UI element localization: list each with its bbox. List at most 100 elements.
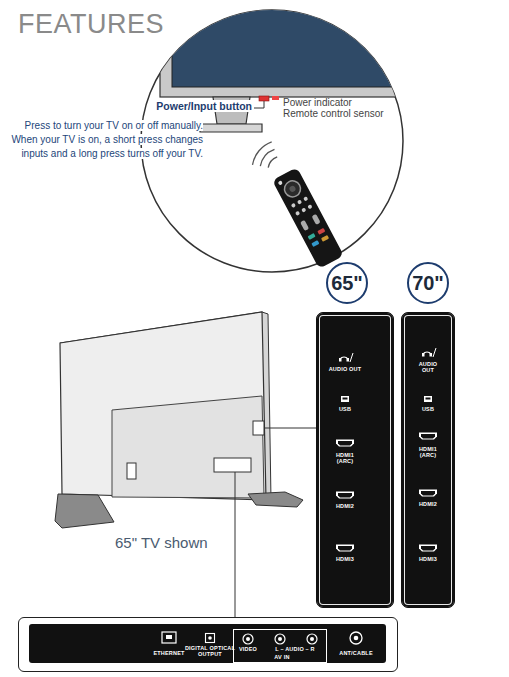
hdmi-icon [419,545,437,552]
eth-icon [162,632,176,643]
rear-port-panel: VIDEOL – AUDIO – RAV IN ETHERNETDIGITAL O… [18,617,398,672]
illustration-part [303,196,308,201]
port-label: VIDEO [236,646,260,652]
port-label: HDMI1 (ARC) [332,452,358,465]
port-label: AV IN [267,654,297,660]
tv-back [55,312,303,528]
illustration-part [336,440,354,447]
illustration-part [311,240,319,247]
size-badge: 65" [326,262,368,304]
hdmi-icon [419,433,437,440]
port-label: AUDIO OUT [325,366,365,372]
illustration-part [310,637,314,641]
illustration-part [295,211,300,216]
illustration-part [317,228,325,235]
tv-closeup [160,0,405,132]
illustration-part [60,312,271,500]
illustration-part [282,178,304,200]
illustration-part [341,396,349,402]
illustration-part [419,490,437,497]
illustration-part [422,353,425,357]
illustration-part [55,494,114,528]
illustration-part [339,358,342,362]
callout-title: Power/Input button [0,100,252,113]
illustration-part [421,546,435,551]
ant-icon [350,632,362,644]
illustration-part [354,636,359,641]
illustration-part [127,463,136,479]
illustration-part [307,204,312,209]
port-label: USB [330,406,360,412]
port-label: HDMI3 [330,556,360,562]
hdmi-icon [419,490,437,497]
hp-icon [339,353,353,362]
illustration-part [430,353,433,357]
port-label: HDMI3 [415,556,441,562]
illustration-part [300,220,309,231]
illustration-part [264,428,316,429]
illustration-part [343,398,348,400]
bg-icon [29,624,386,663]
illustration-part [278,637,282,641]
illustration-part [421,491,435,496]
illustration-part: Power/Input button [156,100,252,112]
illustration-part [350,632,362,644]
illustration-part [424,396,432,402]
figure-caption: 65" TV shown [115,534,275,552]
illustration-part [308,233,316,240]
illustration-part [160,0,405,97]
illustration-part [278,180,283,185]
port-label: AUDIO OUT [415,361,441,374]
illustration-part [338,493,352,498]
illustration-part [268,157,277,168]
illustration-part [297,199,302,204]
illustration-part: Press to turn your TV on or off manually… [11,120,203,159]
port-label: HDMI2 [415,501,441,507]
port-label: ANT/CABLE [335,650,377,656]
illustration-part [235,472,236,617]
illustration-part [338,441,352,446]
illustration-part [291,203,296,208]
hdmi-icon [336,440,354,447]
illustration-part [433,348,436,357]
illustration-part [421,434,435,439]
illustration-part [336,492,354,499]
port-label: DIGITAL OPTICAL OUTPUT [184,645,236,658]
illustration-part [260,149,274,166]
illustration-part [301,207,306,212]
part-label: Power indicator [283,97,401,108]
size-badge: 70" [407,262,449,304]
illustration-part [248,492,303,507]
usb-icon [341,396,349,402]
port-label: HDMI1 (ARC) [415,446,441,459]
illustration-part [253,421,264,435]
illustration-part [214,458,251,472]
power-indicator [272,96,279,100]
opt-icon [206,634,215,643]
illustration-part [336,545,354,552]
leader-line [254,101,264,108]
hp-icon [422,348,436,357]
illustration-part [208,636,212,640]
illustration-part [112,396,264,498]
illustration-part [166,635,172,639]
usb-icon [424,396,432,402]
illustration-part [312,214,321,225]
illustration-part [347,358,350,362]
part-label: Remote control sensor [283,108,401,119]
illustration-part [60,312,266,500]
size-label: 65" [328,272,366,294]
illustration-part [206,634,215,643]
port-icons [317,313,395,609]
power-input-button [259,96,269,101]
illustration-part [253,142,272,165]
illustration-part [246,637,250,641]
port-label: ETHERNET [149,650,189,656]
av-in-group: VIDEOL – AUDIO – RAV IN [233,629,327,663]
illustration-part [272,167,344,268]
hdmi-icon [336,545,354,552]
stand-base [200,124,262,132]
illustration-part [419,433,437,440]
port-panel: AUDIO OUTUSBHDMI1 (ARC)HDMI2HDMI3 [316,312,394,608]
